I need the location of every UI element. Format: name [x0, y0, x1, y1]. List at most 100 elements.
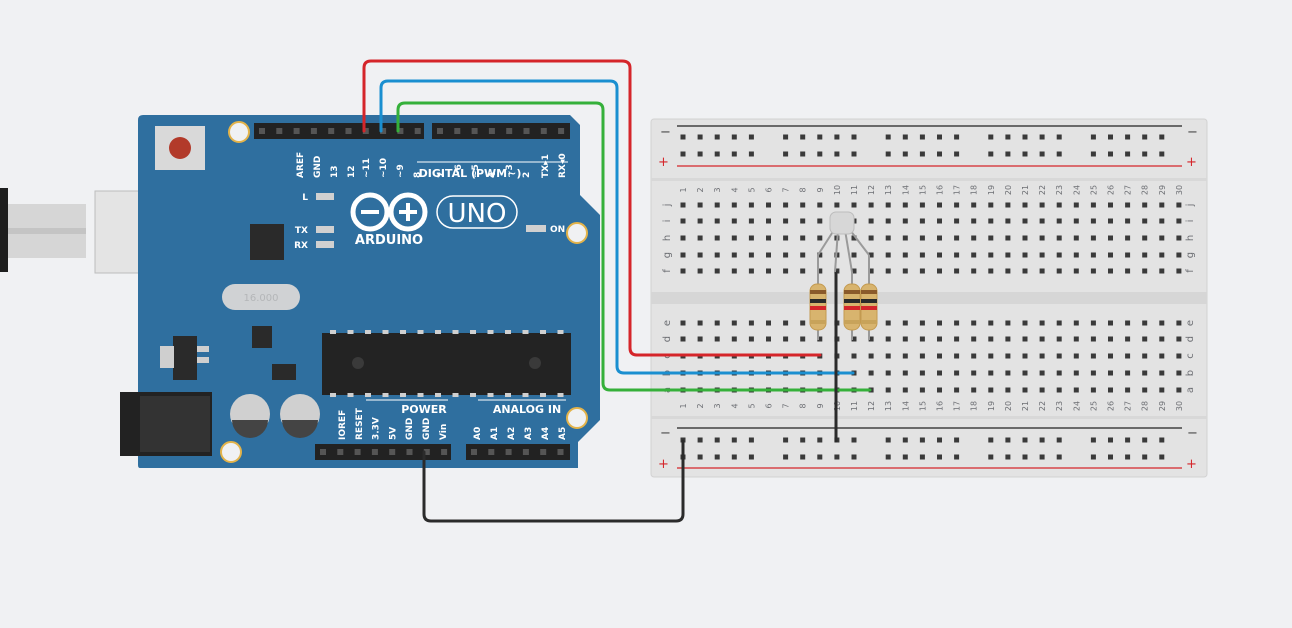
dc-power-jack: [120, 392, 212, 456]
resistor-1[interactable]: [809, 272, 827, 340]
digital-pin-label: ~10: [379, 158, 389, 178]
led-label-rx: RX: [294, 241, 308, 251]
column-label: 4: [730, 187, 739, 192]
column-label: 19: [987, 401, 996, 411]
digital-header-right[interactable]: [432, 123, 570, 139]
digital-pin-label: 4: [488, 172, 498, 178]
column-label: 25: [1089, 185, 1098, 195]
column-label: 14: [901, 401, 910, 411]
power-pin-label: Vin: [439, 424, 449, 440]
column-label: 13: [884, 401, 893, 411]
digital-header: DIGITAL (PWM~): [419, 167, 522, 180]
resistor-2[interactable]: [843, 272, 861, 340]
analog-header-pins[interactable]: [466, 444, 570, 460]
column-label: 14: [901, 185, 910, 195]
column-label: 22: [1038, 185, 1047, 195]
digital-pin-label: GND: [313, 156, 323, 178]
wire-blue: [379, 79, 855, 375]
column-label: 11: [850, 185, 859, 195]
rail-plus-bottom-left: +: [658, 457, 669, 472]
row-label: d: [662, 336, 673, 342]
digital-pin-label: 2: [522, 172, 532, 178]
analog-pin-label: A1: [490, 427, 500, 440]
column-label: 7: [782, 187, 791, 192]
wires[interactable]: [362, 59, 872, 523]
rail-plus-top-right: +: [1186, 155, 1197, 170]
led-indicators: L TX RX ON: [294, 193, 565, 251]
column-label: 26: [1107, 185, 1116, 195]
column-label: 10: [833, 185, 842, 195]
column-label: 28: [1141, 185, 1150, 195]
digital-pin-label: 13: [330, 165, 340, 178]
column-label: 6: [765, 187, 774, 192]
rail-minus-bottom-left: −: [660, 426, 671, 441]
row-label: h: [1185, 235, 1196, 241]
wire-green: [396, 101, 872, 392]
row-label: i: [1185, 220, 1196, 223]
column-label: 22: [1038, 401, 1047, 411]
digital-pin-label: TX▸1: [541, 154, 551, 178]
digital-pin-label: 8: [413, 172, 423, 178]
reset-button[interactable]: [155, 126, 205, 170]
digital-pin-label: ~5: [471, 164, 481, 178]
row-label: c: [1185, 353, 1196, 359]
column-label: 28: [1141, 401, 1150, 411]
column-label: 29: [1158, 185, 1167, 195]
column-label: 18: [970, 401, 979, 411]
column-label: 12: [867, 185, 876, 195]
rgb-led[interactable]: [817, 211, 870, 273]
column-label: 23: [1055, 185, 1064, 195]
wire-black-gnd: [422, 439, 685, 523]
led-label-l: L: [302, 193, 308, 203]
column-label: 3: [713, 403, 722, 408]
resistor-3[interactable]: [860, 272, 878, 340]
column-label: 11: [850, 401, 859, 411]
column-label: 13: [884, 185, 893, 195]
column-label: 9: [816, 187, 825, 192]
power-header-pins[interactable]: [315, 444, 451, 460]
row-label: j: [662, 204, 673, 208]
column-label: 17: [953, 401, 962, 411]
column-label: 4: [730, 403, 739, 408]
column-label: 5: [747, 403, 756, 408]
row-label: h: [662, 235, 673, 241]
row-label: f: [662, 269, 673, 273]
column-label: 8: [799, 403, 808, 408]
column-label: 2: [696, 403, 705, 408]
row-label: a: [1185, 387, 1196, 393]
on-led-label: ON: [550, 225, 565, 235]
column-label: 20: [1004, 401, 1013, 411]
regulator: [173, 336, 197, 380]
rail-minus-bottom-right: −: [1187, 426, 1198, 441]
wire-red: [362, 59, 822, 357]
column-label: 2: [696, 187, 705, 192]
digital-pin-label: 12: [347, 165, 357, 178]
analog-pin-label: A2: [507, 427, 517, 440]
rail-plus-top-left: +: [658, 155, 669, 170]
row-label: i: [662, 220, 673, 223]
row-label: e: [662, 320, 673, 326]
rail-plus-bottom-right: +: [1186, 457, 1197, 472]
row-label: j: [1185, 204, 1196, 208]
column-label: 29: [1158, 401, 1167, 411]
resistors[interactable]: [809, 272, 878, 340]
column-label: 26: [1107, 401, 1116, 411]
column-label: 5: [747, 187, 756, 192]
column-label: 30: [1175, 401, 1184, 411]
usb-chip: [250, 224, 284, 260]
breadboard[interactable]: − − + + − − + + 112233445566778899101011…: [650, 118, 1208, 478]
crystal-oscillator: 16.000: [222, 284, 300, 310]
row-label: b: [1185, 370, 1196, 376]
column-label: 23: [1055, 401, 1064, 411]
row-label: g: [662, 252, 673, 258]
column-label: 17: [953, 185, 962, 195]
arduino-uno-board[interactable]: 16.000 L: [120, 115, 600, 468]
column-label: 30: [1175, 185, 1184, 195]
column-label: 24: [1072, 185, 1081, 195]
rail-minus-top-right: −: [1187, 125, 1198, 140]
column-label: 7: [782, 403, 791, 408]
row-label: e: [1185, 320, 1196, 326]
column-label: 6: [765, 403, 774, 408]
column-label: 18: [970, 185, 979, 195]
